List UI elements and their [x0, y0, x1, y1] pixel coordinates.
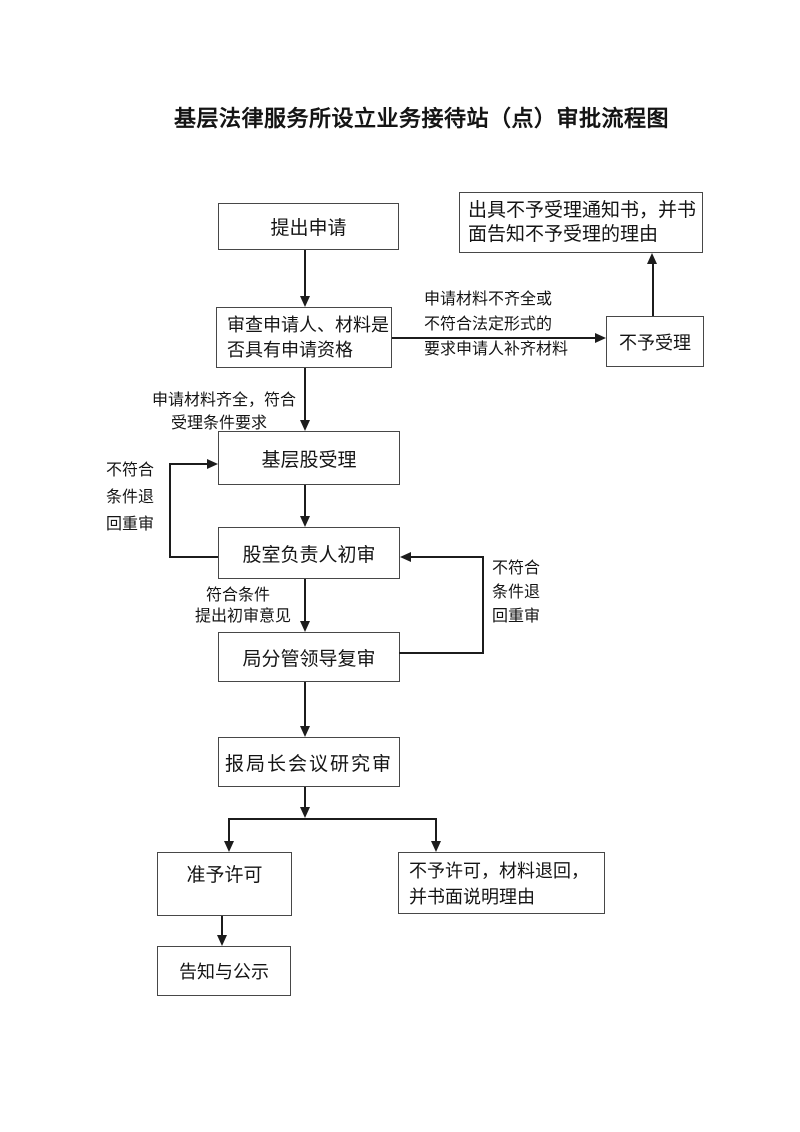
label-line2: 条件退	[492, 584, 541, 601]
node-permit-granted: 准予许可	[157, 852, 292, 916]
label-line2: 不符合法定形式的	[424, 316, 553, 333]
connector-split-bar	[228, 818, 437, 820]
arrowhead-down-icon	[300, 420, 310, 431]
arrowhead-up-icon	[647, 253, 657, 264]
arrowhead-right-icon	[207, 459, 218, 469]
arrowhead-down-icon	[300, 807, 310, 818]
arrowhead-down-icon	[300, 621, 310, 632]
label-pass-conditions-line1: 符合条件	[206, 587, 271, 604]
node-deputy-director-review: 局分管领导复审	[218, 632, 400, 682]
connector-left-return-riser	[169, 463, 171, 558]
node-label: 股室负责人初审	[242, 544, 376, 566]
label-complete-materials-line1: 申请材料齐全，符合	[152, 392, 297, 409]
node-label-line2: 面告知不予受理的理由	[468, 224, 659, 245]
arrowhead-left-icon	[400, 552, 411, 562]
node-not-accepted: 不予受理	[606, 316, 704, 367]
connector-review-to-acceptance	[304, 368, 306, 420]
label-line3: 回重审	[492, 608, 541, 625]
label-line3: 要求申请人补齐材料	[424, 341, 569, 358]
label-line1: 申请材料不齐全或	[424, 291, 553, 308]
node-director-meeting-review: 报局长会议研究审	[218, 737, 400, 787]
connector-acceptance-to-initialreview	[304, 485, 306, 516]
label-return-for-review-right: 不符合 条件退 回重审	[492, 557, 540, 629]
connector-meeting-to-split	[304, 787, 306, 807]
arrowhead-down-icon	[217, 935, 227, 946]
connector-review-to-notaccepted	[392, 337, 596, 339]
label-complete-materials-line2: 受理条件要求	[171, 415, 268, 432]
node-label: 报局长会议研究审	[224, 753, 393, 775]
connector-initialreview-to-recheck	[304, 579, 306, 621]
label-line3: 回重审	[106, 516, 155, 533]
node-label: 告知与公示	[179, 962, 269, 982]
label-pass-conditions-line2: 提出初审意见	[195, 608, 292, 625]
connector-notaccepted-to-notice	[652, 264, 654, 316]
connector-recheck-to-meeting	[304, 682, 306, 726]
node-section-chief-initial-review: 股室负责人初审	[218, 527, 400, 579]
node-grassroots-acceptance: 基层股受理	[218, 431, 400, 485]
node-label: 提出申请	[270, 218, 347, 239]
connector-initialreview-return-out	[169, 556, 218, 558]
connector-recheck-return-out	[399, 652, 484, 654]
connector-right-return-riser	[482, 556, 484, 654]
node-submit-application: 提出申请	[218, 203, 399, 250]
node-label: 局分管领导复审	[242, 648, 376, 670]
connector-right-return-in	[411, 556, 484, 558]
node-notify-publicize: 告知与公示	[157, 946, 291, 996]
connector-permit-to-announce	[221, 916, 223, 935]
node-qualification-review: 审查申请人、材料是 否具有申请资格	[216, 307, 392, 368]
connector-left-return-in	[169, 463, 207, 465]
label-incomplete-materials: 申请材料不齐全或 不符合法定形式的 要求申请人补齐材料	[424, 287, 568, 362]
node-label-line2: 并书面说明理由	[409, 887, 535, 907]
node-label: 基层股受理	[261, 449, 357, 471]
node-rejection-notice: 出具不予受理通知书，并书 面告知不予受理的理由	[459, 192, 703, 253]
connector-apply-to-review	[304, 250, 306, 296]
arrowhead-down-icon	[431, 841, 441, 852]
node-label-line1: 出具不予受理通知书，并书	[468, 200, 697, 221]
node-label-line2: 否具有申请资格	[227, 340, 353, 360]
connector-split-to-deny	[435, 820, 437, 841]
label-return-for-review-left: 不符合 条件退 回重审	[106, 457, 154, 538]
node-permit-denied: 不予许可，材料退回， 并书面说明理由	[398, 852, 605, 914]
arrowhead-down-icon	[300, 726, 310, 737]
arrowhead-down-icon	[300, 296, 310, 307]
label-line2: 条件退	[106, 489, 155, 506]
arrowhead-right-icon	[595, 333, 606, 343]
label-line1: 不符合	[106, 462, 155, 479]
node-label-line1: 不予许可，材料退回，	[409, 861, 589, 881]
arrowhead-down-icon	[224, 841, 234, 852]
node-label: 不予受理	[619, 332, 691, 353]
arrowhead-down-icon	[300, 516, 310, 527]
node-label: 准予许可	[186, 865, 263, 886]
connector-split-to-permit	[228, 820, 230, 841]
label-line1: 不符合	[492, 560, 541, 577]
node-label-line1: 审查申请人、材料是	[227, 315, 389, 335]
flowchart-title: 基层法律服务所设立业务接待站（点）审批流程图	[174, 106, 670, 131]
